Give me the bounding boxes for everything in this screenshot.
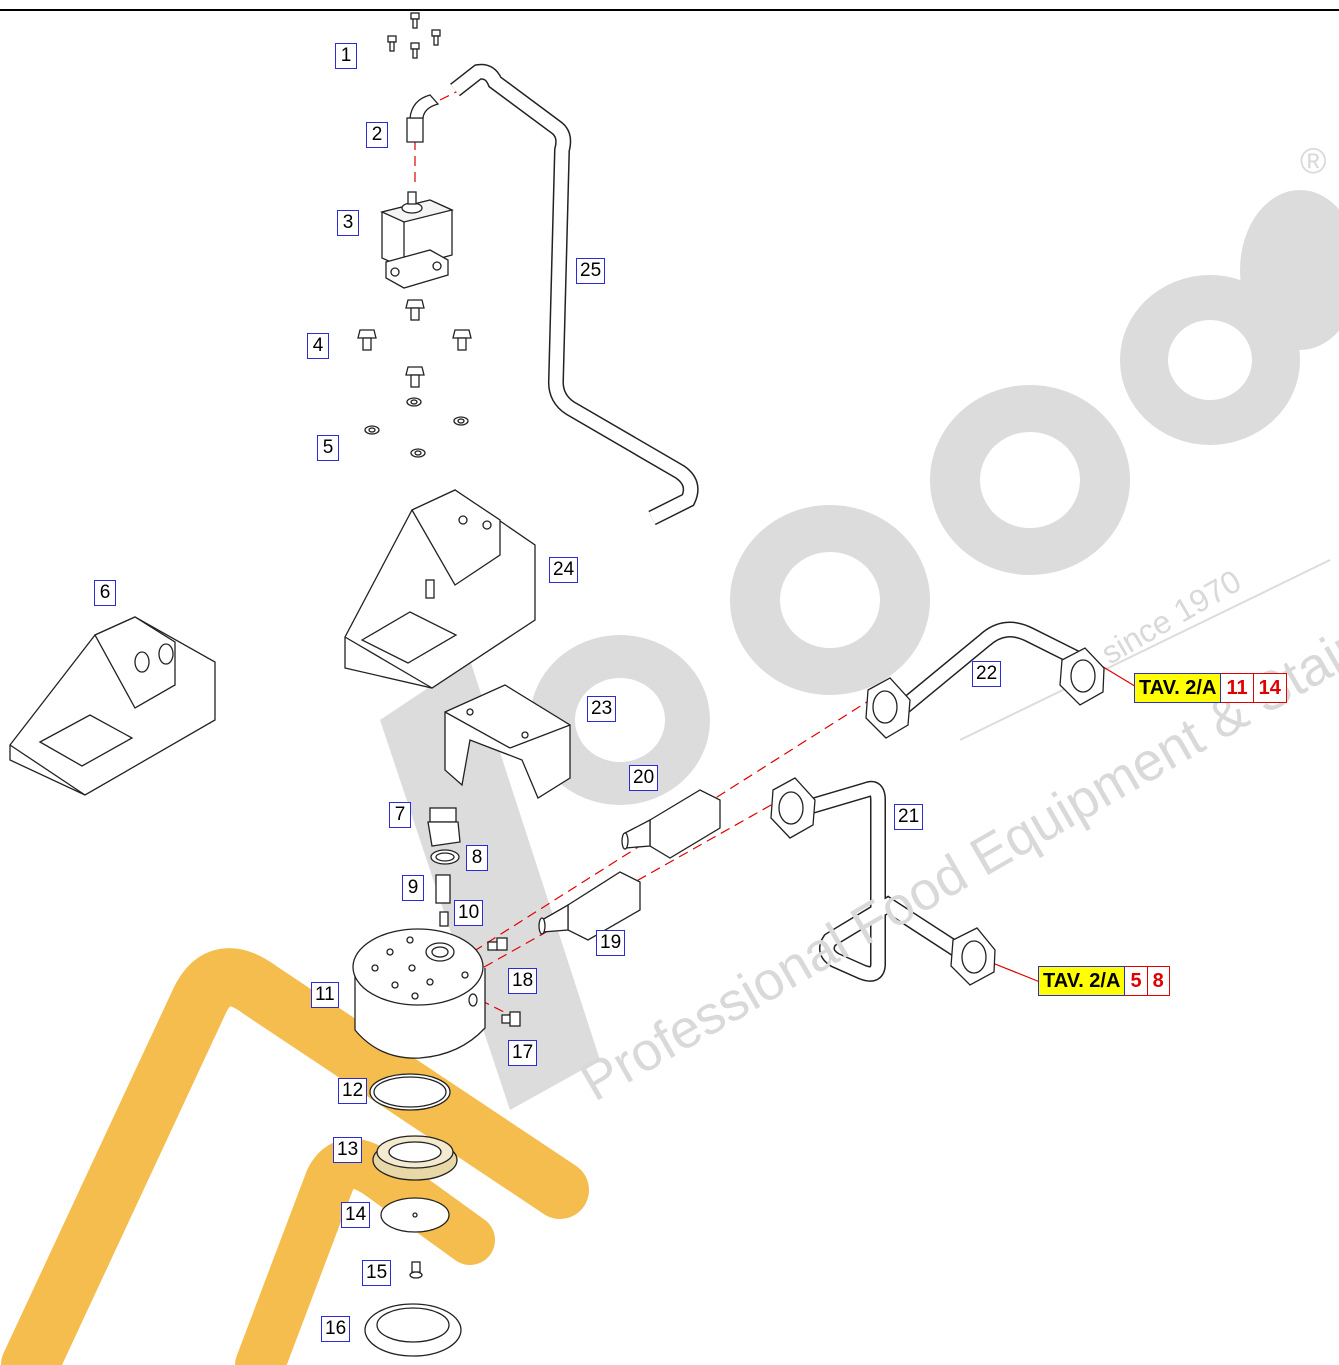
callout-13: 13 (333, 1137, 363, 1163)
callout-18: 18 (508, 968, 538, 994)
part-15-screw (409, 1261, 423, 1279)
watermark-logo-orange (1, 948, 589, 1365)
callout-21: 21 (894, 804, 924, 830)
part-1-screws (387, 12, 441, 59)
callout-23: 23 (587, 696, 617, 722)
callout-8: 8 (466, 845, 488, 871)
reference-page-14[interactable]: 14 (1253, 673, 1287, 703)
callout-6: 6 (94, 580, 116, 606)
part-2-elbow (406, 117, 424, 143)
part-13-disc (372, 1135, 458, 1181)
part-24-bracket (344, 489, 536, 689)
callout-22: 22 (972, 661, 1002, 687)
part-3-valve (380, 191, 454, 289)
part-6-bracket (9, 616, 216, 796)
callout-1: 1 (335, 43, 357, 69)
watermark-underline (959, 559, 1331, 741)
callout-16: 16 (321, 1316, 351, 1342)
reference-tav-2a-11-14[interactable]: TAV. 2/A 11 14 (1134, 673, 1287, 703)
part-20-fitting (621, 789, 721, 859)
callout-5: 5 (317, 435, 339, 461)
part-19-fitting (538, 871, 641, 941)
part-11-body (352, 928, 486, 1059)
reference-page-8[interactable]: 8 (1147, 966, 1170, 996)
callout-15: 15 (362, 1260, 392, 1286)
part-17-screw (501, 1011, 521, 1027)
callout-20: 20 (629, 765, 659, 791)
reference-page-5[interactable]: 5 (1125, 966, 1148, 996)
callout-2: 2 (366, 122, 388, 148)
part-5-washers (364, 397, 469, 458)
watermark-brand-holes (575, 320, 1252, 762)
part-drawings (9, 12, 1105, 1357)
callout-19: 19 (596, 930, 626, 956)
part-4-bolts (357, 299, 472, 388)
callout-7: 7 (389, 802, 411, 828)
part-10-nipple (439, 911, 449, 927)
reference-page-11[interactable]: 11 (1221, 673, 1254, 703)
reference-tav-2a-5-8[interactable]: TAV. 2/A 5 8 (1038, 966, 1170, 996)
part-23-bracket (444, 684, 571, 799)
reference-table-label: TAV. 2/A (1134, 673, 1222, 703)
part-18-screw (487, 937, 508, 951)
callout-12: 12 (338, 1078, 368, 1104)
callout-10: 10 (454, 900, 484, 926)
callout-24: 24 (549, 557, 579, 583)
watermark-registered: ® (1300, 140, 1327, 181)
part-7-plug (427, 807, 461, 847)
callout-3: 3 (337, 210, 359, 236)
part-9-tube (435, 874, 451, 904)
top-border (0, 0, 1339, 11)
callout-17: 17 (508, 1040, 538, 1066)
callout-9: 9 (402, 875, 424, 901)
callout-4: 4 (307, 333, 329, 359)
reference-table-label: TAV. 2/A (1038, 966, 1126, 996)
callout-14: 14 (341, 1202, 371, 1228)
callout-25: 25 (576, 258, 606, 284)
callout-11: 11 (311, 982, 339, 1008)
